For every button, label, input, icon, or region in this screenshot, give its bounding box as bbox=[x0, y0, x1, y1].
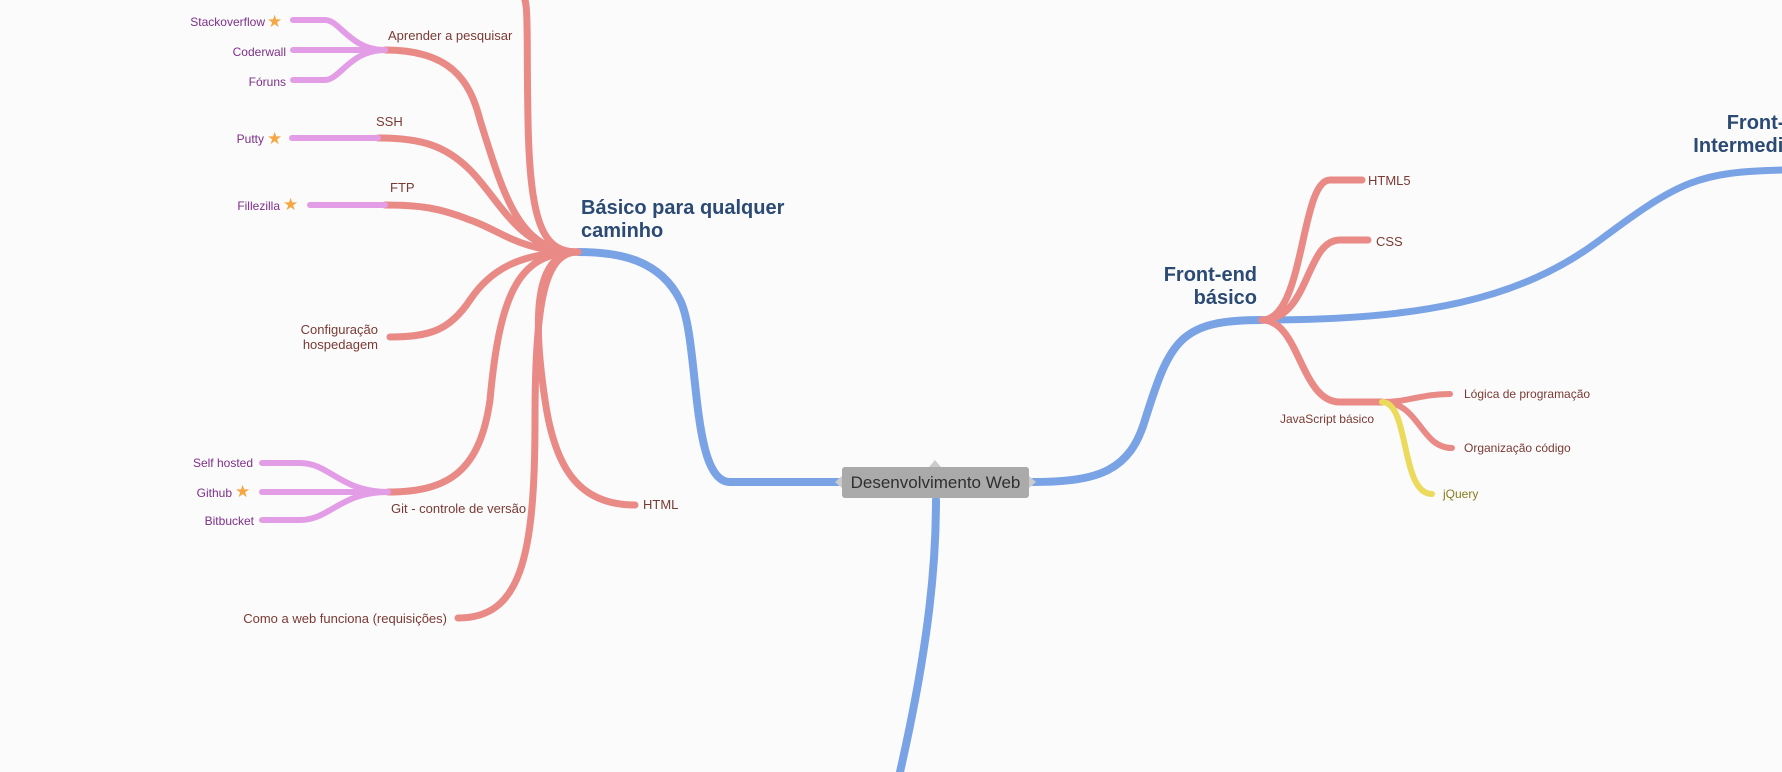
node-selfhosted[interactable]: Self hosted bbox=[192, 456, 253, 470]
edge-basico-comoweb bbox=[454, 248, 582, 622]
node-github[interactable]: Github bbox=[196, 486, 232, 500]
edge-root-down bbox=[896, 496, 940, 772]
edge-basico-top bbox=[521, 0, 582, 256]
edge-frontend-html5 bbox=[1258, 176, 1366, 324]
node-coderwall[interactable]: Coderwall bbox=[232, 45, 286, 59]
node-css[interactable]: CSS bbox=[1376, 234, 1403, 249]
star-filezilla-icon: ★ bbox=[283, 195, 299, 214]
node-foruns[interactable]: Fóruns bbox=[248, 75, 286, 89]
node-logica-programacao[interactable]: Lógica de programação bbox=[1464, 387, 1591, 401]
node-git[interactable]: Git - controle de versão bbox=[391, 501, 527, 516]
star-stackoverflow-icon: ★ bbox=[267, 12, 283, 31]
edge-frontend-css bbox=[1258, 236, 1372, 324]
branch-basico-label[interactable]: Básico para qualquer caminho bbox=[581, 197, 785, 242]
node-aprender-pesquisar[interactable]: Aprender a pesquisar bbox=[388, 28, 513, 43]
node-ssh[interactable]: SSH bbox=[376, 114, 403, 129]
node-bitbucket[interactable]: Bitbucket bbox=[204, 514, 254, 528]
node-javascript-basico[interactable]: JavaScript básico bbox=[1279, 412, 1374, 426]
edge-root-frontend bbox=[1029, 316, 1266, 486]
root-notch-left bbox=[835, 476, 842, 488]
edge-basico-ssh bbox=[374, 134, 582, 256]
edge-basico-html bbox=[534, 248, 639, 509]
branch-frontend-basico-label[interactable]: Front-end básico bbox=[1163, 264, 1257, 309]
node-organizacao-codigo[interactable]: Organização código bbox=[1464, 441, 1571, 455]
star-github-icon: ★ bbox=[235, 482, 251, 501]
edge-js-organizacao bbox=[1379, 399, 1455, 451]
node-jquery[interactable]: jQuery bbox=[1443, 487, 1479, 501]
root-notch-right bbox=[1029, 476, 1036, 488]
edge-git-bitbucket bbox=[259, 489, 391, 523]
edge-git-selfhosted bbox=[259, 460, 391, 495]
node-putty[interactable]: Putty bbox=[236, 132, 264, 146]
edge-aprender-foruns bbox=[290, 47, 388, 84]
edge-basico-config bbox=[386, 248, 582, 341]
root-notch-top bbox=[929, 460, 941, 467]
node-stackoverflow[interactable]: Stackoverflow bbox=[190, 15, 265, 29]
node-como-web-funciona[interactable]: Como a web funciona (requisições) bbox=[243, 611, 447, 626]
edge-root-basico bbox=[574, 248, 842, 486]
edge-js-jquery bbox=[1379, 399, 1435, 497]
branch-frontend-intermediario-label[interactable]: Front-end Intermediário bbox=[1693, 112, 1782, 157]
edge-frontend-js bbox=[1258, 316, 1386, 406]
node-html5[interactable]: HTML5 bbox=[1368, 173, 1411, 188]
edge-basico-ftp bbox=[381, 201, 582, 256]
node-html[interactable]: HTML bbox=[643, 497, 679, 512]
node-config-hospedagem[interactable]: Configuração hospedagem bbox=[300, 322, 378, 352]
edge-aprender-stackoverflow bbox=[290, 17, 388, 53]
node-ftp[interactable]: FTP bbox=[390, 180, 415, 195]
star-putty-icon: ★ bbox=[267, 129, 283, 148]
root-node[interactable]: Desenvolvimento Web bbox=[842, 467, 1029, 498]
node-filezilla[interactable]: Fillezilla bbox=[237, 199, 280, 213]
edge-basico-git bbox=[384, 248, 582, 496]
edge-frontend-intermediario bbox=[1258, 166, 1782, 324]
